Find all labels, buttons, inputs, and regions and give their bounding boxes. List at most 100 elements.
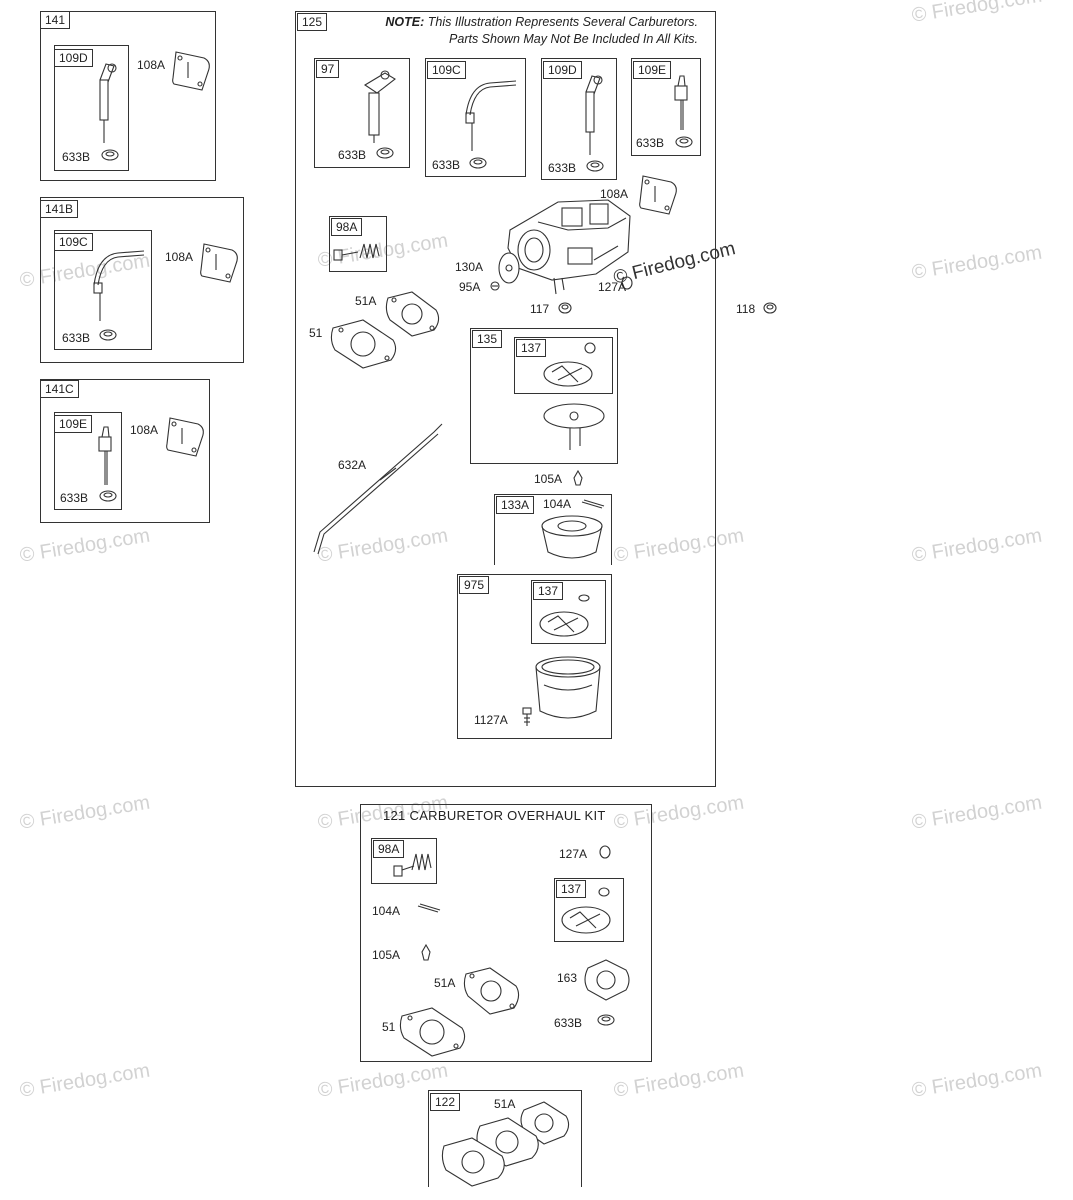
part-133a-box (494, 494, 612, 565)
kit-141c-box (40, 379, 210, 523)
seal-127a-icon (621, 276, 633, 290)
part-975-tag: 975 (459, 576, 490, 594)
part-label: 633B (432, 158, 461, 172)
part-label: 633B (554, 1016, 583, 1030)
screw-spring-98a-icon (333, 243, 380, 261)
seal-127a-icon (599, 845, 611, 859)
kit-141b-box (40, 197, 244, 363)
plug-118-icon (763, 302, 777, 314)
part-137-box (554, 878, 624, 942)
kit-141c-inner-tag: 109E (54, 415, 93, 433)
linkage-rod-632a-icon (313, 423, 443, 555)
screw-95a-icon (490, 281, 500, 291)
part-label: 51A (494, 1097, 516, 1111)
part-label: 127A (559, 847, 588, 861)
gasket-51a-icon (463, 967, 520, 1015)
part-975-box (457, 574, 612, 739)
part-109d-box (541, 58, 617, 180)
bowl-gasket-137-icon (539, 594, 590, 637)
part-label: 51A (434, 976, 456, 990)
part-label: 118 (736, 302, 756, 316)
needle-105a-icon (421, 943, 431, 961)
part-label: 108A (130, 423, 159, 437)
watermark: © Firedog.com (910, 241, 1044, 284)
pin-104a-icon (581, 499, 605, 509)
gasket-108a-icon (200, 243, 238, 283)
gasket-108a-icon (166, 417, 204, 457)
part-133a-tag: 133A (496, 496, 535, 514)
watermark: © Firedog.com (18, 791, 152, 834)
kit-141-inner-tag: 109D (54, 49, 93, 67)
part-98a-tag: 98A (373, 840, 405, 858)
float-needle-109e-icon (98, 426, 112, 485)
screw-1127a-icon (522, 707, 532, 726)
part-label: 104A (543, 497, 572, 511)
part-label: 633B (60, 491, 89, 505)
gasket-108a-icon (172, 51, 210, 91)
kit-125-tag: 125 (297, 13, 328, 31)
part-98a-tag: 98A (331, 218, 363, 236)
note-line-2: Parts Shown May Not Be Included In All K… (449, 32, 698, 46)
part-label: 51 (382, 1020, 396, 1034)
part-label: 633B (636, 136, 665, 150)
washer-633b-icon (99, 490, 117, 502)
washer-633b-icon (376, 147, 394, 159)
watermark: © Firedog.com (910, 1059, 1044, 1102)
float-133a-icon (541, 515, 603, 559)
part-label: 130A (455, 260, 484, 274)
plate-130a-icon (498, 252, 520, 284)
part-label: 632A (338, 458, 367, 472)
kit-122-tag: 122 (430, 1093, 461, 1111)
part-label: 633B (62, 331, 91, 345)
float-needle-97-icon (363, 70, 396, 143)
kit-141-tag: 141 (40, 11, 71, 29)
washer-633b-icon (99, 329, 117, 341)
kit-121-title: 121 CARBURETOR OVERHAUL KIT (383, 808, 606, 823)
screw-spring-98a-icon (393, 853, 432, 877)
part-label: 51 (309, 326, 323, 340)
needle-105a-icon (573, 469, 583, 486)
part-109d-tag: 109D (543, 61, 582, 79)
float-135-icon (543, 403, 605, 450)
watermark: © Firedog.com (910, 524, 1044, 567)
illustration-note: NOTE: This Illustration Represents Sever… (338, 14, 698, 48)
part-97-box (314, 58, 410, 168)
gasket-108a-icon (639, 175, 677, 215)
kit-125-box (295, 11, 716, 787)
part-98a-box (371, 838, 437, 884)
part-label: 105A (534, 472, 563, 486)
part-137-tag: 137 (533, 582, 564, 600)
watermark: © Firedog.com (18, 524, 152, 567)
part-label: 105A (372, 948, 401, 962)
part-135-box (470, 328, 618, 464)
part-137-tag: 137 (556, 880, 587, 898)
float-needle-109c-icon (93, 250, 145, 321)
gasket-stack-122-icon (441, 1101, 570, 1187)
plug-117-icon (558, 302, 572, 314)
gasket-51a-icon (385, 291, 440, 337)
part-137-box (531, 580, 606, 644)
watermark: © Firedog.com (612, 1059, 746, 1102)
float-needle-109d-icon (585, 75, 603, 155)
bowl-gasket-137-icon (561, 887, 611, 934)
kit-141c-tag: 141C (40, 380, 79, 398)
gasket-51-icon (399, 1007, 466, 1057)
kit-121-box (360, 804, 652, 1062)
part-137-tag: 137 (516, 339, 547, 357)
part-109c-tag: 109C (427, 61, 466, 79)
part-109e-box (631, 58, 701, 156)
part-label: 633B (548, 161, 577, 175)
part-98a-box (329, 216, 387, 272)
gasket-163-icon (584, 959, 630, 1001)
watermark: © Firedog.com (18, 1059, 152, 1102)
washer-633b-icon (101, 149, 119, 161)
part-label: 117 (530, 302, 550, 316)
part-label: 51A (355, 294, 377, 308)
part-label: 633B (338, 148, 367, 162)
watermark: © Firedog.com (910, 0, 1044, 27)
kit-141-inner-box (54, 45, 129, 171)
kit-141b-inner-tag: 109C (54, 233, 93, 251)
part-label: 108A (165, 250, 194, 264)
note-bold: NOTE: (385, 15, 425, 29)
part-label: 163 (557, 971, 578, 985)
